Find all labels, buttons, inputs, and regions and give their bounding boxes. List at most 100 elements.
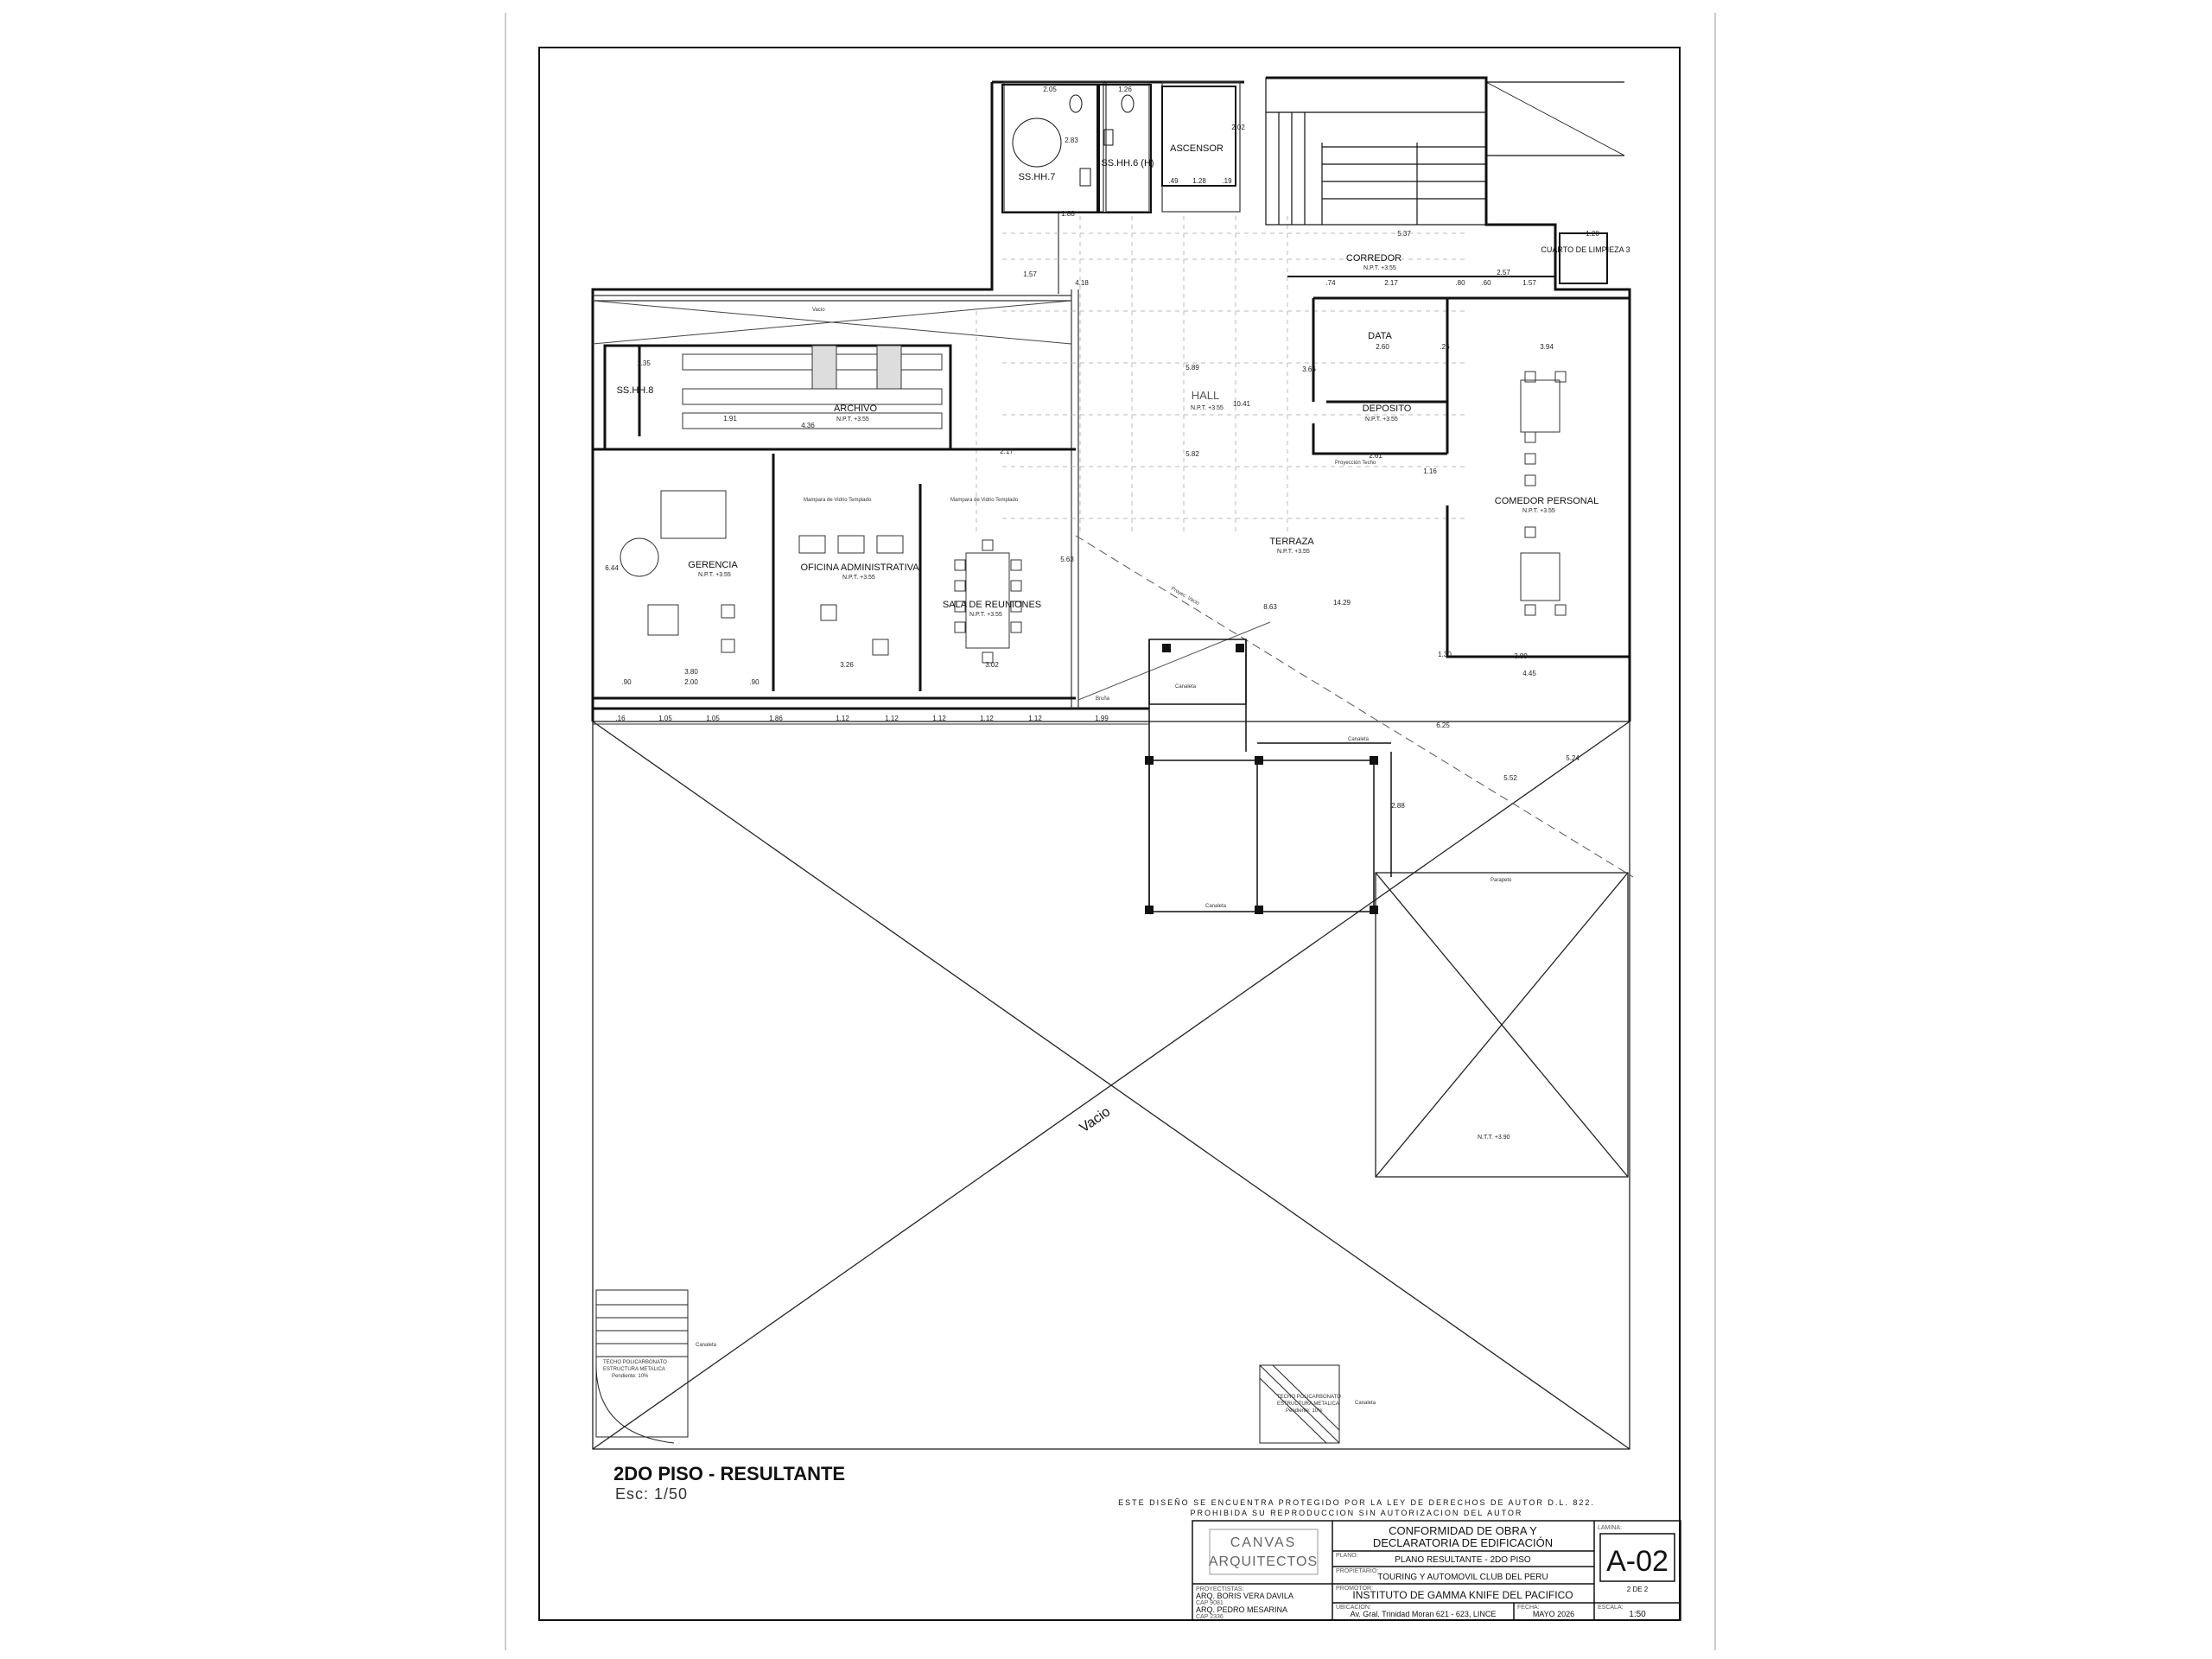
dim-436: 4.36	[801, 422, 815, 429]
canaleta-label-4: Canaleta	[1205, 904, 1227, 909]
dim-200: 2.00	[684, 678, 698, 686]
dim-090a: .90	[621, 678, 632, 686]
room-gerencia: GERENCIA	[688, 560, 738, 570]
canaleta-label-1: Canaleta	[696, 1343, 717, 1348]
archivo-shelves	[682, 345, 943, 429]
poly-note-1c: Pendiente: 10%	[612, 1374, 649, 1379]
level-gerencia: N.P.T. +3.55	[698, 572, 731, 578]
canvas-logo: CANVAS ARQUITECTOS	[1209, 1529, 1319, 1575]
poly-note-1a: TECHO POLICARBONATO	[603, 1360, 667, 1365]
room-cuarto-limpieza: CUARTO DE LIMPIEZA 3	[1541, 245, 1630, 254]
dim-112a: 1.12	[836, 715, 849, 722]
dim-644: 6.44	[605, 564, 619, 572]
room-sala: SALA DE REUNIONES	[943, 600, 1041, 610]
lamina-label: LAMINA:	[1598, 1525, 1622, 1531]
void-area	[592, 721, 1630, 1450]
dim-105a: 1.05	[658, 715, 672, 722]
room-sshh6: SS.HH.6 (H)	[1101, 158, 1154, 168]
propietario-value: TOURING Y AUTOMOVIL CLUB DEL PERU	[1377, 1573, 1548, 1582]
promotor-label: PROMOTOR:	[1336, 1586, 1373, 1592]
dim-582: 5.82	[1185, 450, 1199, 458]
room-sshh7: SS.HH.7	[1019, 172, 1056, 182]
plano-label: PLANO:	[1336, 1553, 1358, 1559]
room-corredor: CORREDOR	[1346, 253, 1402, 264]
room-terraza: TERRAZA	[1269, 537, 1314, 547]
copyright-line-2: PROHIBIDA SU REPRODUCCION SIN AUTORIZACI…	[1191, 1509, 1523, 1517]
dim-188: 1.88	[1061, 210, 1075, 218]
poly-roof-1	[595, 1289, 689, 1444]
hall-dashed-grid	[976, 216, 1469, 536]
parapeto-label: Parapeto	[1491, 878, 1512, 883]
dim-260: 2.60	[1376, 343, 1389, 351]
dim-019: .19	[1222, 177, 1232, 185]
header-line-2: DECLARATORIA DE EDIFICACIÓN	[1373, 1536, 1553, 1549]
dim-288: 2.88	[1391, 802, 1405, 810]
building-walls	[591, 76, 1631, 721]
dim-326: 3.26	[840, 661, 854, 669]
dim-625: 6.25	[1436, 721, 1450, 729]
dim-049: .49	[1168, 177, 1179, 185]
dim-191: 1.91	[723, 415, 737, 423]
dim-157: 1.57	[1023, 270, 1037, 278]
level-comedor: N.P.T. +3.55	[1522, 508, 1555, 514]
cap-2: CAP 2336	[1196, 1614, 1224, 1620]
sala-furniture	[954, 539, 1022, 664]
comedor-furniture	[1520, 371, 1567, 616]
promotor-value: INSTITUTO DE GAMMA KNIFE DEL PACIFICO	[1352, 1589, 1573, 1601]
pergola	[1148, 639, 1392, 912]
drawing-title: 2DO PISO - RESULTANTE	[613, 1463, 845, 1484]
poly-note-2b: ESTRUCTURA METALICA	[1277, 1402, 1339, 1407]
poly-note-2c: Pendiente: 10%	[1286, 1408, 1323, 1414]
data-deposito	[1312, 296, 1449, 455]
level-roof: N.T.T. +3.90	[1478, 1135, 1510, 1141]
dim-112c: 1.12	[932, 715, 946, 722]
roof-lower-right	[1375, 872, 1629, 1178]
oficina-furniture	[798, 535, 904, 656]
dim-257: 2.57	[1497, 269, 1510, 276]
dim-205: 2.05	[1043, 86, 1057, 93]
dim-112e: 1.12	[1028, 715, 1042, 722]
drawing-scale: Esc: 1/50	[615, 1485, 688, 1503]
dim-199: 1.99	[1095, 715, 1109, 722]
dim-116: 1.16	[1423, 467, 1437, 475]
ubicacion-label: UBICACION:	[1336, 1605, 1371, 1611]
plano-value: PLANO RESULTANTE - 2DO PISO	[1395, 1555, 1531, 1565]
propietario-label: PROPIETARIO:	[1336, 1568, 1378, 1574]
dim-366: 3.66	[1302, 365, 1316, 373]
logo-line-2: ARQUITECTOS	[1209, 1554, 1318, 1569]
arq-1: ARQ. BORIS VERA DAVILA	[1196, 1592, 1294, 1600]
dim-202: 2.02	[1231, 124, 1245, 131]
dim-261: 2.61	[1369, 452, 1382, 460]
dim-128: 1.28	[1192, 177, 1206, 185]
dim-563: 5.63	[1060, 556, 1074, 563]
dim-157b: 1.57	[1522, 279, 1536, 287]
poly-note-2a: TECHO POLICARBONATO	[1277, 1395, 1341, 1400]
dim-135: 1.35	[637, 359, 651, 367]
office-block	[593, 344, 1076, 700]
lamina-value: A-02	[1606, 1545, 1669, 1578]
arq-2: ARQ. PEDRO MESARINA	[1196, 1605, 1287, 1614]
stairs	[1265, 77, 1625, 226]
poly-roof-2	[1259, 1364, 1340, 1444]
poly-note-1b: ESTRUCTURA METALICA	[603, 1367, 665, 1372]
title-block	[1192, 1520, 1681, 1621]
dim-074: .74	[1325, 279, 1336, 287]
toilets-block	[1001, 84, 1236, 213]
canaleta-label-3: Canaleta	[1175, 684, 1197, 690]
dim-026: .26	[1440, 343, 1450, 351]
dim-589: 5.89	[1185, 364, 1199, 372]
dim-302: 3.02	[985, 661, 999, 669]
dim-016: .16	[615, 715, 626, 722]
interior-lines	[593, 81, 1241, 709]
columns	[1145, 644, 1378, 914]
fecha-value: MAYO 2026	[1533, 1610, 1574, 1618]
lamina-box	[1599, 1533, 1675, 1582]
mampara-2: Mampara de Vidrio Templado	[950, 498, 1019, 503]
vacio-diagonal	[1075, 535, 1634, 878]
level-archivo: N.P.T. +3.55	[836, 416, 869, 423]
dim-445: 4.45	[1522, 670, 1536, 677]
room-hall: HALL	[1192, 389, 1220, 402]
dim-552: 5.52	[1503, 774, 1517, 782]
level-sala: N.P.T. +3.55	[969, 612, 1002, 618]
